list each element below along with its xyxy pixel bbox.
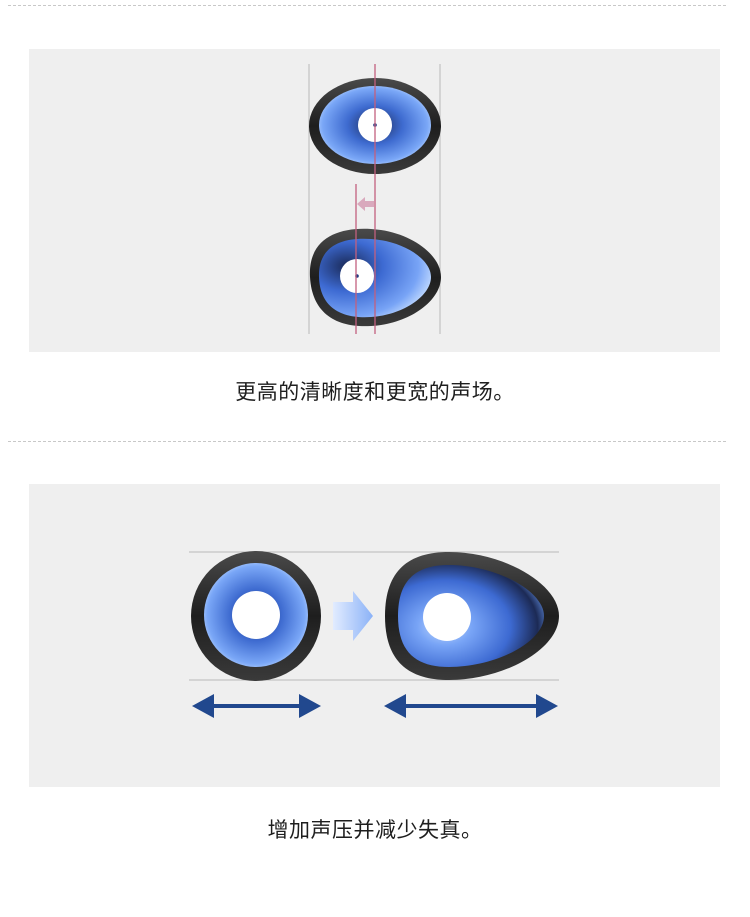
pressure-diagram-panel [29,484,720,787]
double-arrow-wide-icon [384,694,558,718]
middle-dashed-divider [8,441,726,442]
arrow-right-icon [333,591,373,641]
clarity-diagram-panel [29,49,720,352]
caption-pressure: 增加声压并减少失真。 [267,818,483,842]
pressure-diagram [189,551,559,718]
clarity-diagram [308,64,441,334]
caption-clarity: 更高的清晰度和更宽的声场。 [235,380,515,404]
double-arrow-icon [192,694,321,718]
top-dashed-divider [8,5,726,6]
arrow-left-icon [357,197,374,211]
driver-teardrop-large-icon [385,552,559,680]
driver-round-icon [191,551,321,681]
